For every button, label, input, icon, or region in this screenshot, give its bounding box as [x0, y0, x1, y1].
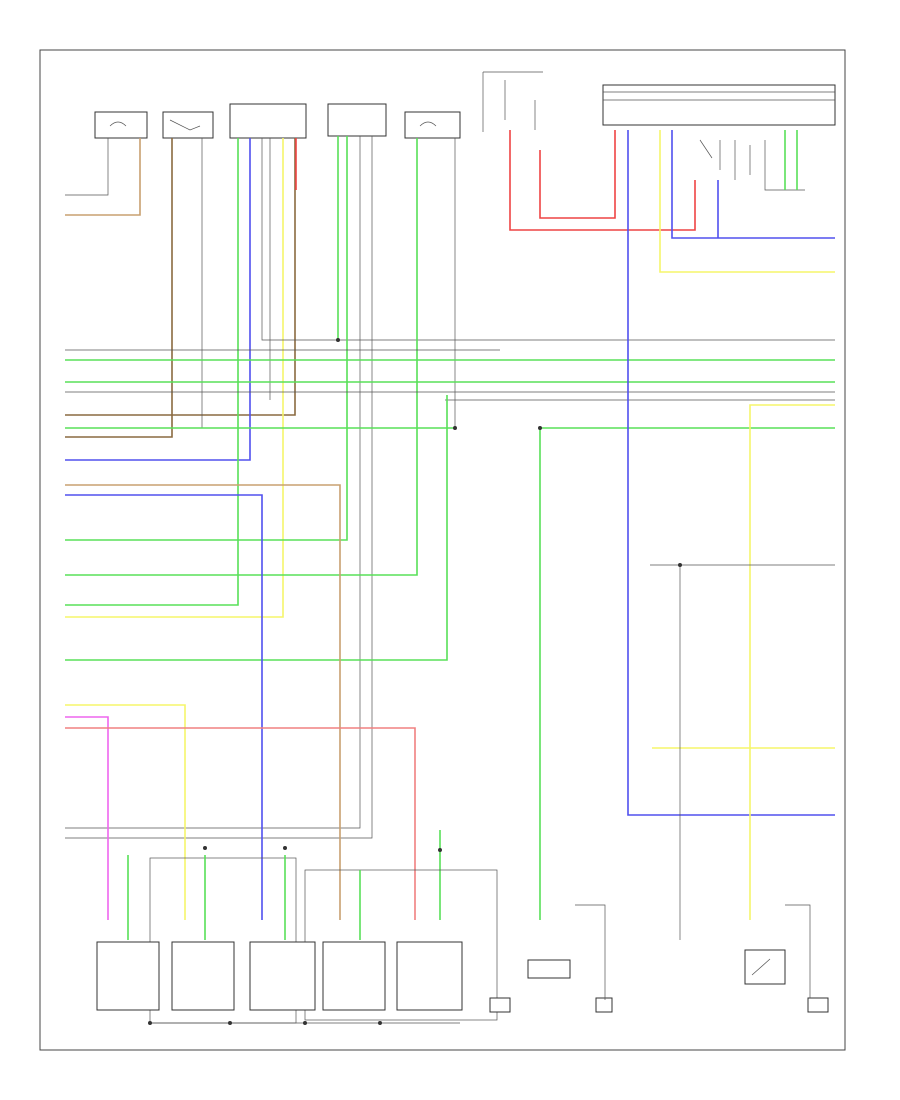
- component-sensor-5: [404, 111, 461, 139]
- component-bottom-2: [171, 941, 235, 1011]
- top-components: [94, 71, 836, 191]
- wire-green-2: [65, 136, 348, 541]
- component-bottom-9: [744, 949, 786, 985]
- component-bottom-8: [595, 997, 613, 1013]
- wire-blue-2: [65, 494, 263, 920]
- wire-magenta-1: [65, 716, 109, 920]
- component-bottom-1: [96, 941, 160, 1011]
- wire-brown-1: [65, 138, 173, 438]
- wire-red-3: [539, 130, 616, 219]
- component-switch-2: [162, 111, 214, 139]
- component-sensor-1: [94, 111, 148, 139]
- wire-yellow-3: [659, 130, 835, 273]
- component-bottom-6: [489, 997, 511, 1013]
- wire-green-1: [65, 138, 239, 606]
- splice-points: [148, 338, 682, 1025]
- wire-blue-4: [671, 130, 835, 239]
- wire-blue-1: [65, 138, 251, 461]
- wire-green-4: [65, 138, 418, 576]
- wire-brown-2: [65, 138, 296, 416]
- wire-yellow-4: [749, 404, 835, 920]
- wires: [65, 130, 835, 940]
- component-bottom-5: [396, 941, 463, 1011]
- wire-pink-1: [65, 727, 416, 920]
- component-bottom-7: [527, 959, 571, 979]
- bottom-components: [96, 855, 829, 1024]
- component-control-module: [602, 84, 836, 126]
- wire-blue-3: [627, 130, 835, 816]
- component-module-3: [229, 103, 307, 139]
- wire-red-2: [509, 130, 696, 231]
- wire-green-bus-4: [65, 395, 448, 661]
- wire-yellow-2: [65, 704, 186, 920]
- component-bottom-4: [322, 941, 386, 1011]
- component-bottom-10: [807, 997, 829, 1013]
- component-module-4: [327, 103, 387, 137]
- wire-tan-2: [65, 484, 341, 920]
- wire-tan-1: [65, 138, 141, 216]
- diagram-frame: [39, 49, 846, 1051]
- fuse-block: [482, 71, 543, 132]
- wire-yellow-1: [65, 138, 284, 618]
- component-bottom-3: [249, 941, 316, 1011]
